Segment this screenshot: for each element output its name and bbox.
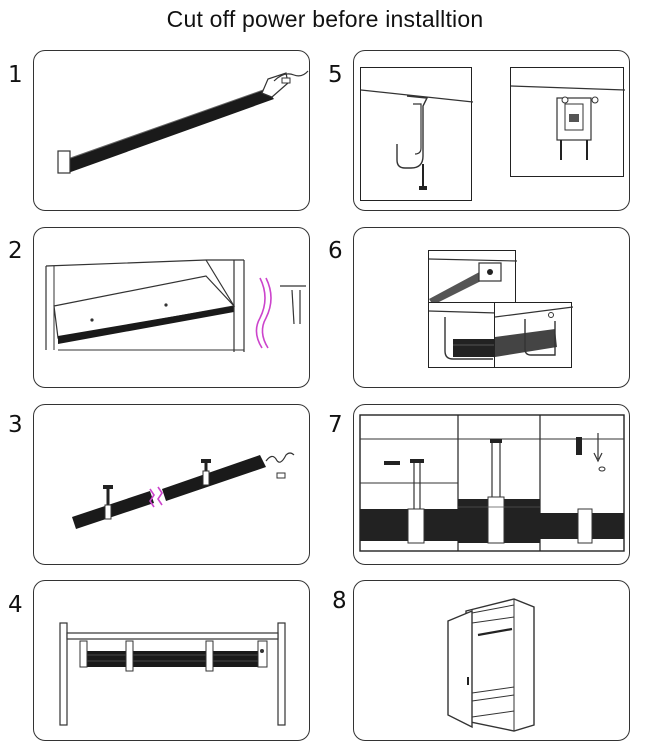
mounting-clip-left [103,485,113,520]
left-bracket [57,150,71,174]
rail-front-illustration [59,622,286,726]
step-6-inset-right [494,302,573,368]
cut-mark [149,488,155,508]
step-6-panel [353,227,630,388]
cut-mark [255,277,266,349]
rail-led-bar [84,651,262,667]
step-6-inset-left [428,302,497,368]
step-5-panel [353,50,630,211]
screw-icon [576,437,582,455]
power-cable [265,452,295,463]
step-6-inset-top [428,250,517,305]
clip-insert-illustration [429,258,517,305]
cut-bar-illustration [72,452,295,529]
step-7-panel [353,404,630,565]
step-number-5: 5 [328,62,343,88]
cabinet-shelf-illustration [45,259,306,352]
wardrobe-door [447,609,473,729]
step-5-inset-top [510,67,625,177]
clip-front-illustration [495,306,573,357]
step-number-2: 2 [8,238,23,264]
shelf-led-strip [58,306,234,344]
right-bracket [261,72,289,98]
step-8-panel [353,580,630,741]
step-number-7: 7 [328,412,343,438]
mounting-bracket [396,95,429,169]
bracket-side-illustration [361,89,473,190]
step-5-inset-side [360,67,473,201]
wardrobe-illustration [447,598,535,732]
page-title: Cut off power before installtion [166,6,484,32]
bracket-top-illustration [511,85,625,160]
mounting-clip-right [201,459,211,486]
step-4-panel [33,580,310,741]
wardrobe-rail [477,627,513,637]
step-3-panel [33,404,310,565]
led-bar-illustration [57,70,309,174]
rail-mounting-illustration [359,414,625,552]
power-cable [273,70,309,82]
step-number-8: 8 [332,588,347,614]
step-number-1: 1 [8,62,23,88]
clip-side-illustration [429,310,497,360]
step-number-3: 3 [8,412,23,438]
step-2-panel [33,227,310,388]
step-number-6: 6 [328,238,343,264]
step-number-4: 4 [8,592,23,618]
step-1-panel [33,50,310,211]
